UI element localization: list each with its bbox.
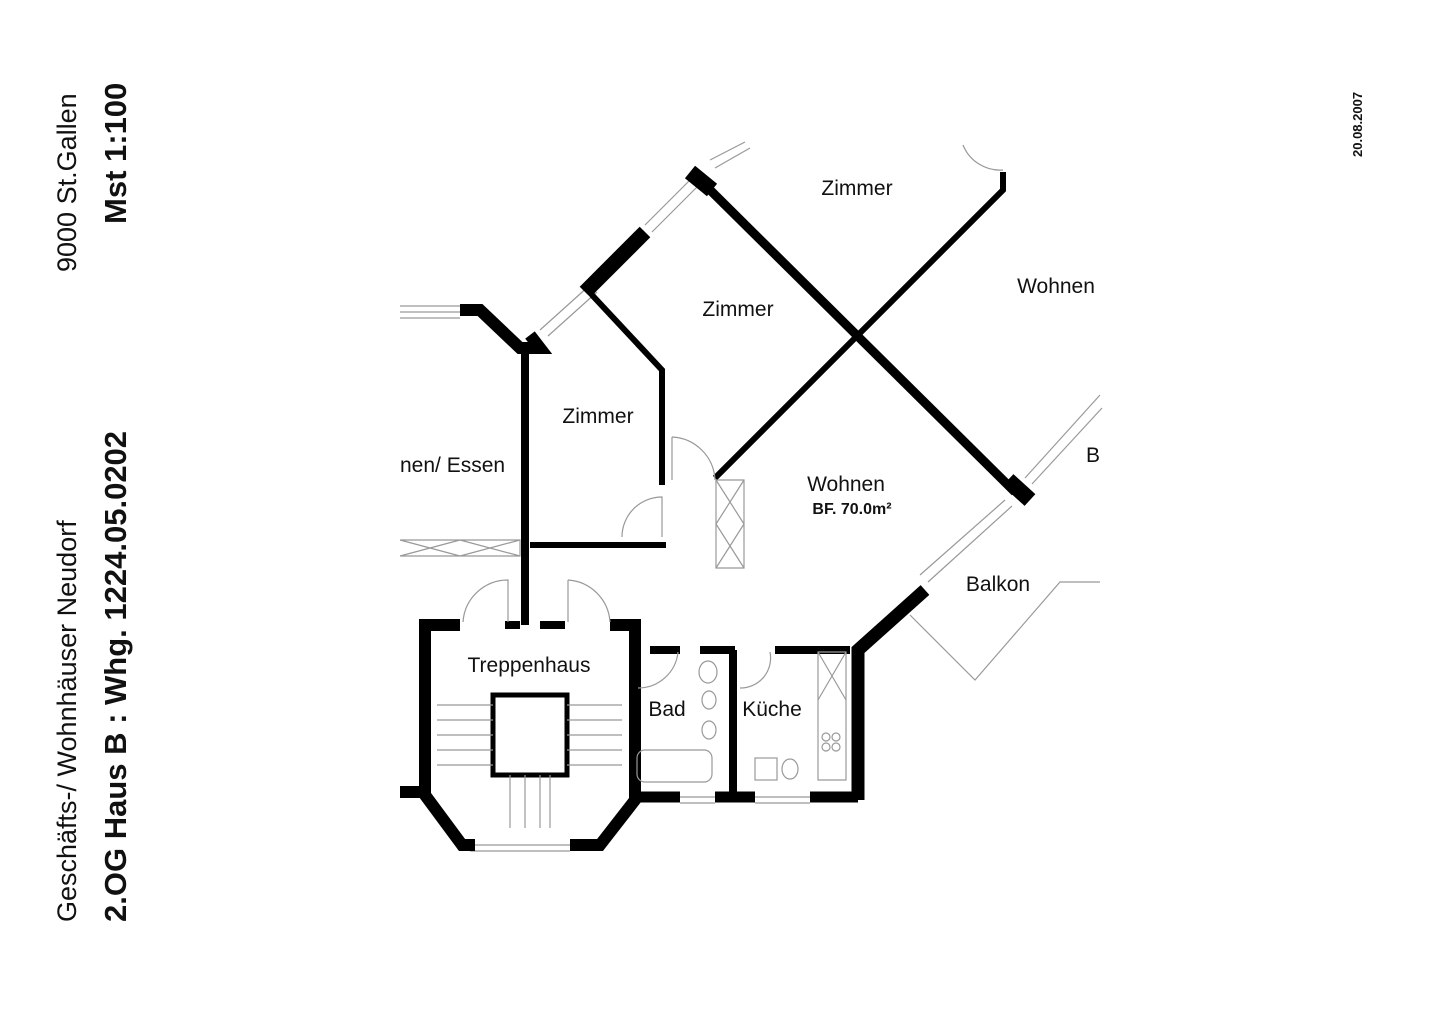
- room-zimmer-top: Zimmer: [821, 177, 892, 200]
- room-labels: Zimmer Zimmer Zimmer Wohnen nen/ Essen W…: [400, 177, 1100, 721]
- fixtures: [399, 144, 1100, 828]
- room-wohnen-essen: nen/ Essen: [400, 454, 505, 477]
- room-kueche: Küche: [742, 698, 802, 721]
- room-balkon-partial: B: [1086, 444, 1100, 467]
- room-balkon: Balkon: [966, 573, 1030, 596]
- room-wohnen-right: Wohnen: [1017, 275, 1095, 298]
- windows: [400, 141, 1103, 852]
- room-treppenhaus: Treppenhaus: [468, 654, 591, 677]
- room-bad: Bad: [648, 698, 685, 721]
- stair-well: [490, 692, 570, 778]
- room-zimmer-mid: Zimmer: [702, 298, 773, 321]
- room-wohnen-main: Wohnen: [807, 473, 885, 496]
- room-area: BF. 70.0m²: [812, 501, 891, 518]
- room-zimmer-left: Zimmer: [562, 405, 633, 428]
- walls: [400, 165, 1036, 851]
